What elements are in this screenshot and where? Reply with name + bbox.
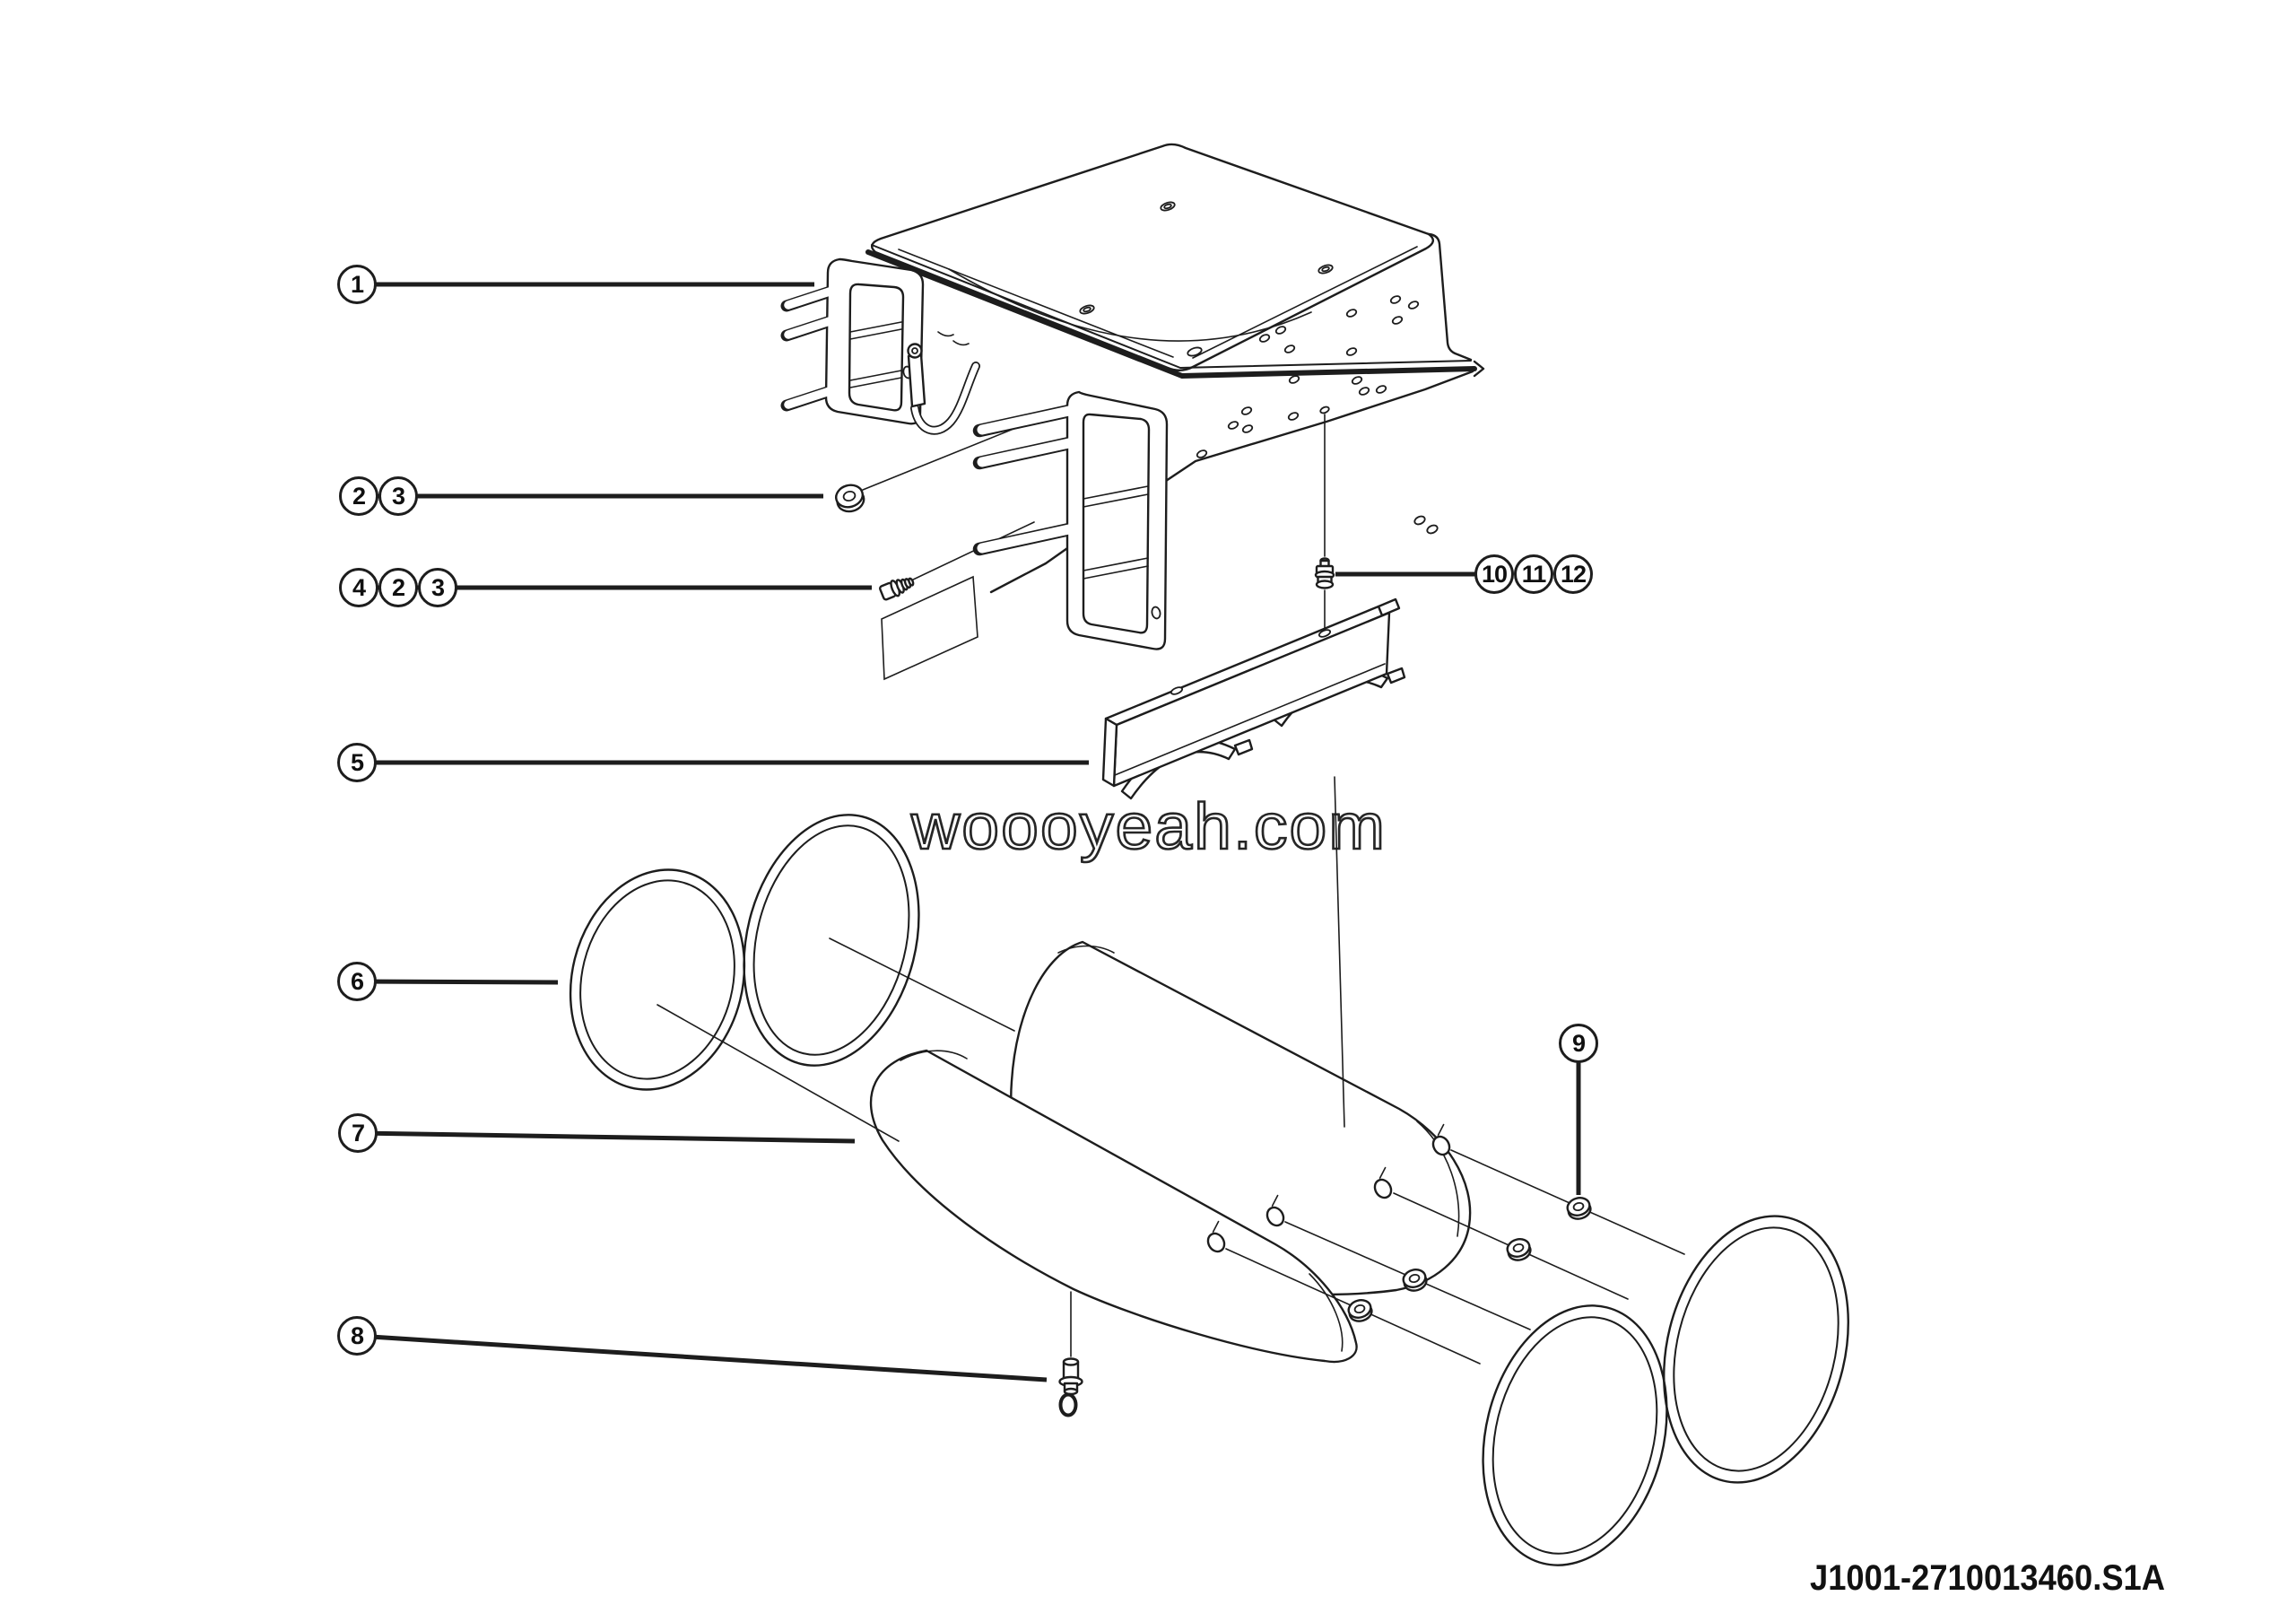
callout-7: 7	[338, 1113, 378, 1153]
cap-bolt	[1373, 1166, 1393, 1199]
callout-12: 12	[1553, 554, 1593, 594]
saddle-support-bracket	[1101, 597, 1406, 800]
flange-bolt-hardware	[879, 577, 915, 601]
drain-plug	[1058, 1357, 1083, 1417]
callout-4: 4	[339, 568, 378, 607]
callout-2: 2	[378, 568, 418, 607]
leader-8	[356, 1333, 1048, 1382]
callout-3: 3	[418, 568, 457, 607]
cap-bolt	[1431, 1123, 1451, 1156]
bracket-plate	[881, 575, 978, 681]
cable-lug	[907, 353, 926, 408]
hook-end	[1426, 524, 1439, 535]
seal-ring-left-2	[743, 814, 920, 1067]
flange-nut-hardware	[835, 484, 865, 513]
seal-ring-right-2	[1663, 1215, 1849, 1484]
leader-7	[357, 1130, 856, 1144]
bolt-axis	[1450, 1149, 1685, 1255]
leader-lines	[356, 282, 1581, 1382]
lid-holes	[1079, 201, 1334, 357]
leader-6	[356, 979, 559, 985]
callout-6: 6	[337, 962, 377, 1001]
shield-holes-upper	[1258, 295, 1420, 356]
hook-end	[1413, 515, 1426, 526]
callout-10: 10	[1474, 554, 1514, 594]
callout-1: 1	[337, 265, 377, 304]
axis-line-front	[657, 1004, 900, 1142]
mounting-bracket-rear	[881, 390, 1169, 681]
cap-nut	[1566, 1197, 1592, 1220]
seal-ring-left-1	[569, 868, 746, 1091]
callout-9: 9	[1559, 1024, 1598, 1063]
battery-cable	[907, 331, 980, 435]
seal-ring-right-1	[1482, 1304, 1668, 1566]
callout-8: 8	[337, 1316, 377, 1356]
heat-shield-box	[865, 143, 1485, 594]
plug-ring	[1058, 1392, 1078, 1417]
callout-5: 5	[337, 743, 377, 782]
cap-bolt	[1265, 1194, 1285, 1227]
axis-line-rear	[829, 937, 1015, 1032]
drawing-code: J1001-2710013460.S1A	[1810, 1558, 2165, 1598]
cap-nut	[1506, 1238, 1532, 1261]
muffler-front	[869, 1049, 1358, 1364]
cap-nut	[1347, 1299, 1373, 1322]
cap-bolt	[1206, 1220, 1226, 1253]
watermark-text: woooyeah.com	[910, 791, 1387, 863]
cap-nut	[1402, 1269, 1428, 1292]
stud-axis-lower	[1334, 776, 1345, 1128]
callout-3: 3	[378, 476, 418, 516]
alignment-line-nut	[862, 421, 1032, 491]
callout-2: 2	[339, 476, 378, 516]
cap-hardware	[1206, 1123, 1685, 1365]
alignment-line-bolt	[910, 521, 1035, 581]
mounting-bracket-front	[780, 257, 925, 425]
stud-bolt-hardware	[1314, 557, 1335, 589]
callout-11: 11	[1514, 554, 1553, 594]
